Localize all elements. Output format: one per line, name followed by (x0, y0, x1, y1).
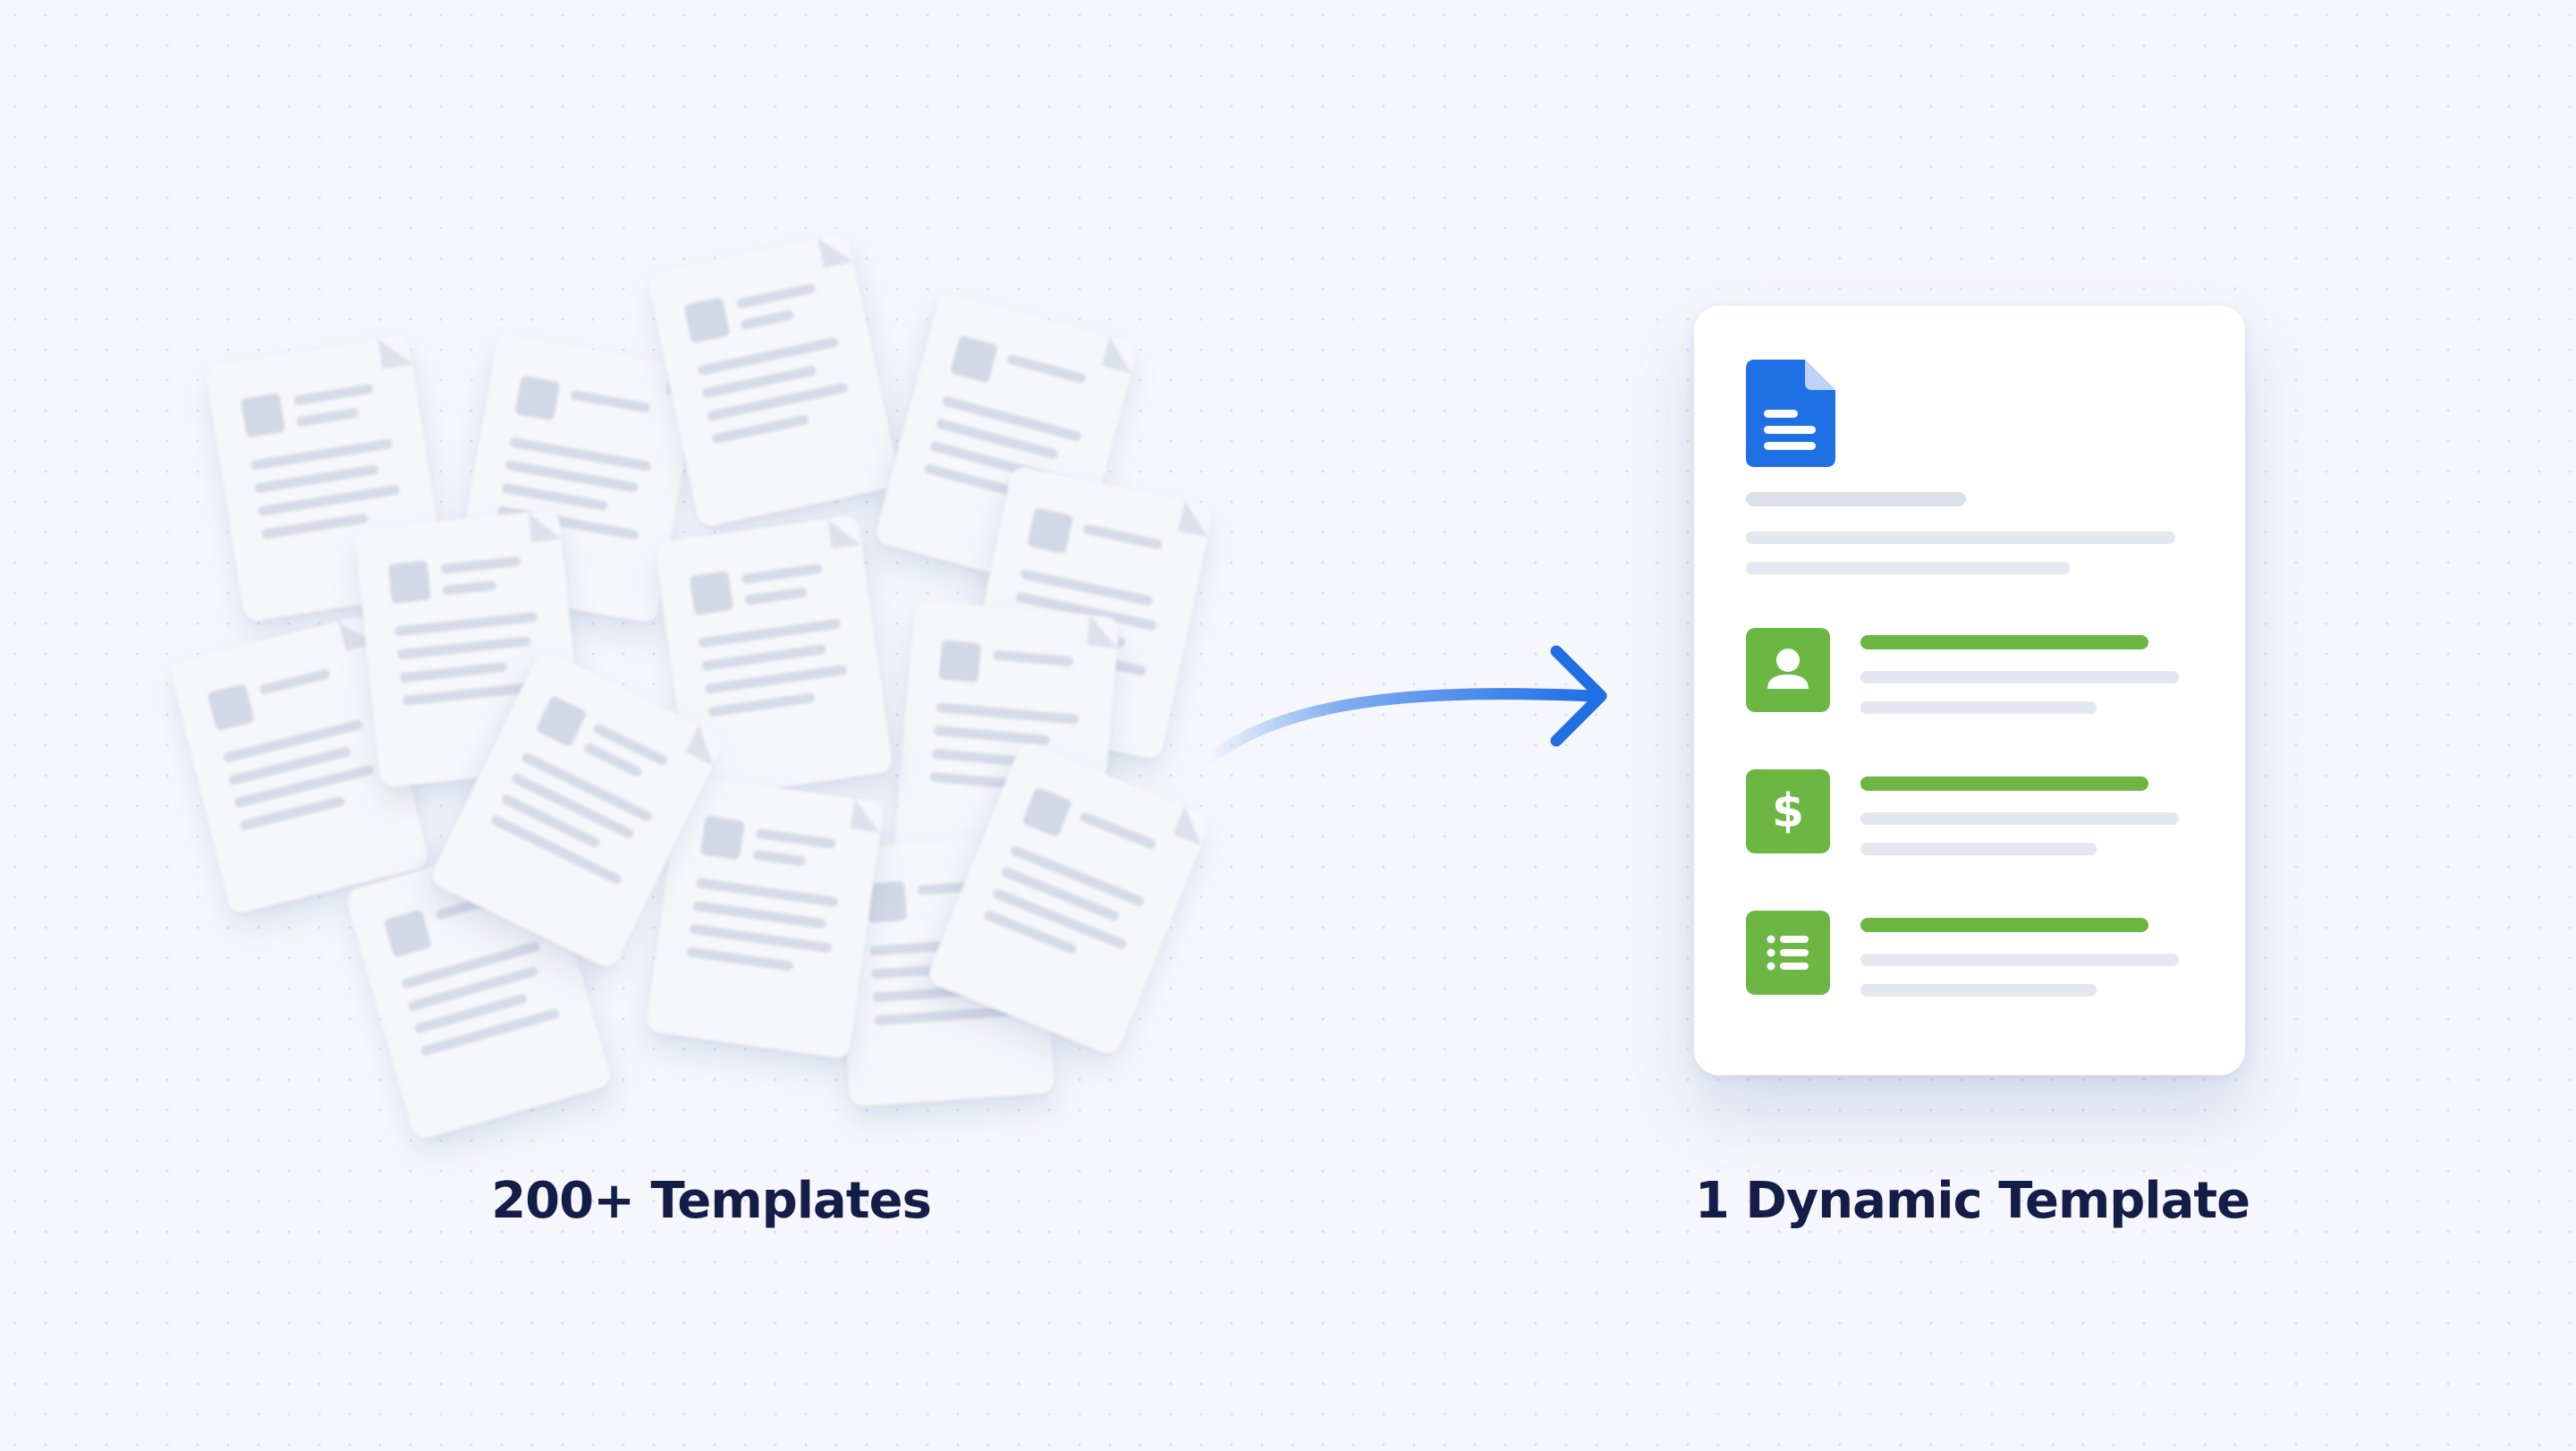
document-icon (1746, 360, 1835, 467)
field-value-bar (1860, 776, 2148, 791)
arrow-right-icon (1201, 645, 1607, 767)
right-caption: 1 Dynamic Template (1694, 1172, 2250, 1230)
field-value-bar (1860, 918, 2148, 932)
field-text-placeholder (1860, 954, 2179, 966)
left-caption: 200+ Templates (491, 1172, 932, 1230)
user-icon (1746, 628, 1830, 712)
template-doc (646, 232, 902, 529)
card-text-placeholder (1746, 562, 2070, 574)
dynamic-template-card: $ (1694, 306, 2245, 1075)
dollar-icon: $ (1746, 769, 1830, 853)
card-text-placeholder (1746, 531, 2175, 544)
field-text-placeholder (1860, 843, 2097, 855)
template-pile (161, 215, 1270, 1145)
card-heading-placeholder (1746, 492, 1966, 506)
field-text-placeholder (1860, 812, 2179, 825)
field-text-placeholder (1860, 671, 2179, 683)
svg-text:$: $ (1772, 785, 1804, 838)
field-value-bar (1860, 635, 2148, 649)
list-icon (1746, 911, 1830, 995)
field-text-placeholder (1860, 984, 2097, 997)
field-text-placeholder (1860, 701, 2097, 714)
